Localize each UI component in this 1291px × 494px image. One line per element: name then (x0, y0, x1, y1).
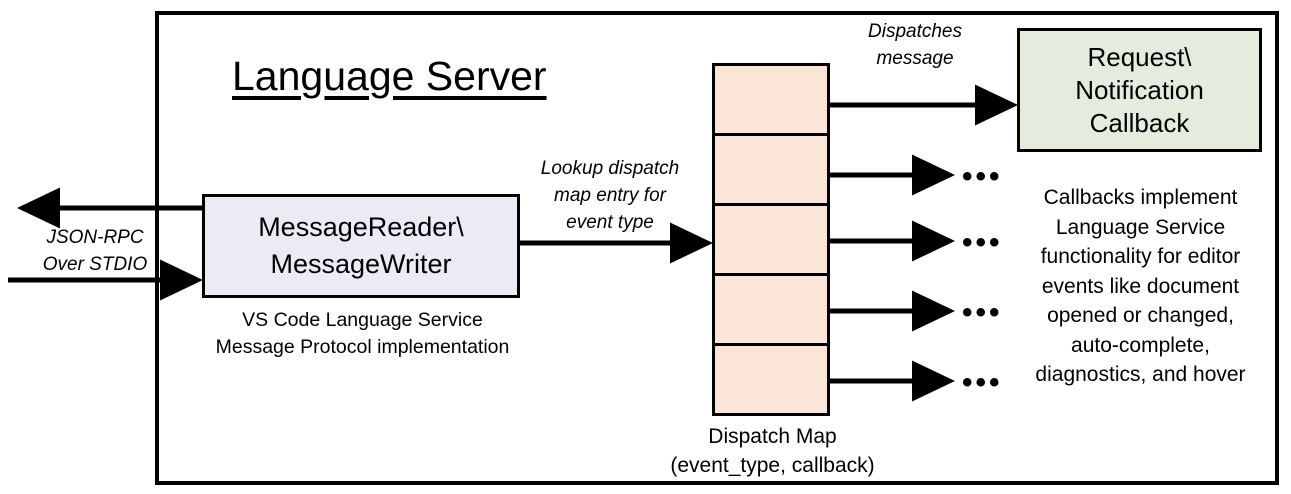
lookup-dispatch-label: Lookup dispatch map entry for event type (515, 155, 705, 236)
lookup-label-line-1: Lookup dispatch (540, 158, 680, 179)
dispatch-map-row[interactable] (715, 136, 827, 206)
dispatch-row-5-ellipsis: ••• (962, 366, 1003, 399)
message-box-caption-line-1: VS Code Language Service (242, 309, 483, 331)
callback-caption-line-3: functionality for editor (1040, 245, 1241, 268)
message-box-line-2: MessageWriter (270, 249, 452, 279)
jsonrpc-label-line-2: Over STDIO (42, 254, 148, 275)
callback-box-line-1: Request\ (1087, 41, 1192, 72)
request-notification-callback-box[interactable]: Request\ Notification Callback (1017, 28, 1262, 152)
callback-caption-line-2: Language Service (1055, 215, 1226, 239)
language-server-frame (155, 11, 1279, 485)
dispatch-map-row[interactable] (715, 276, 827, 346)
dispatch-map-table[interactable] (712, 63, 830, 416)
dispatch-map-caption-line-2: (event_type, callback) (670, 454, 875, 477)
dispatch-row-4-ellipsis: ••• (962, 296, 1003, 329)
dispatches-label-line-2: message (876, 48, 954, 69)
dispatch-row-3-ellipsis: ••• (962, 226, 1003, 259)
message-reader-writer-box[interactable]: MessageReader\ MessageWriter (202, 194, 520, 298)
message-box-caption: VS Code Language Service Message Protoco… (190, 307, 535, 361)
dispatch-map-caption: Dispatch Map (event_type, callback) (640, 422, 905, 480)
dispatch-map-row[interactable] (715, 66, 827, 136)
callback-box-line-3: Callback (1089, 107, 1190, 138)
callback-caption-line-4: events like document (1041, 274, 1240, 298)
dispatch-row-2-ellipsis: ••• (962, 160, 1003, 193)
callback-box-line-2: Notification (1075, 74, 1204, 105)
dispatches-label-line-1: Dispatches (868, 21, 962, 42)
dispatch-map-caption-line-1: Dispatch Map (708, 425, 837, 448)
callback-box-caption: Callbacks implement Language Service fun… (1008, 183, 1273, 390)
message-box-caption-line-2: Message Protocol implementation (215, 336, 510, 358)
lookup-label-line-2: map entry for (554, 185, 666, 206)
jsonrpc-label-line-1: JSON-RPC (46, 227, 144, 248)
dispatches-message-label: Dispatches message (835, 18, 995, 72)
page-title: Language Server (232, 53, 547, 99)
callback-caption-line-1: Callbacks implement (1043, 186, 1238, 209)
callback-caption-line-6: auto-complete, (1071, 333, 1210, 357)
jsonrpc-transport-label: JSON-RPC Over STDIO (20, 224, 170, 278)
dispatch-map-row[interactable] (715, 346, 827, 416)
message-box-line-1: MessageReader\ (258, 212, 464, 242)
dispatch-map-row[interactable] (715, 206, 827, 276)
callback-caption-line-7: diagnostics, and hover (1035, 363, 1246, 386)
lookup-label-line-3: event type (566, 212, 654, 233)
callback-caption-line-5: opened or changed, (1047, 304, 1234, 327)
